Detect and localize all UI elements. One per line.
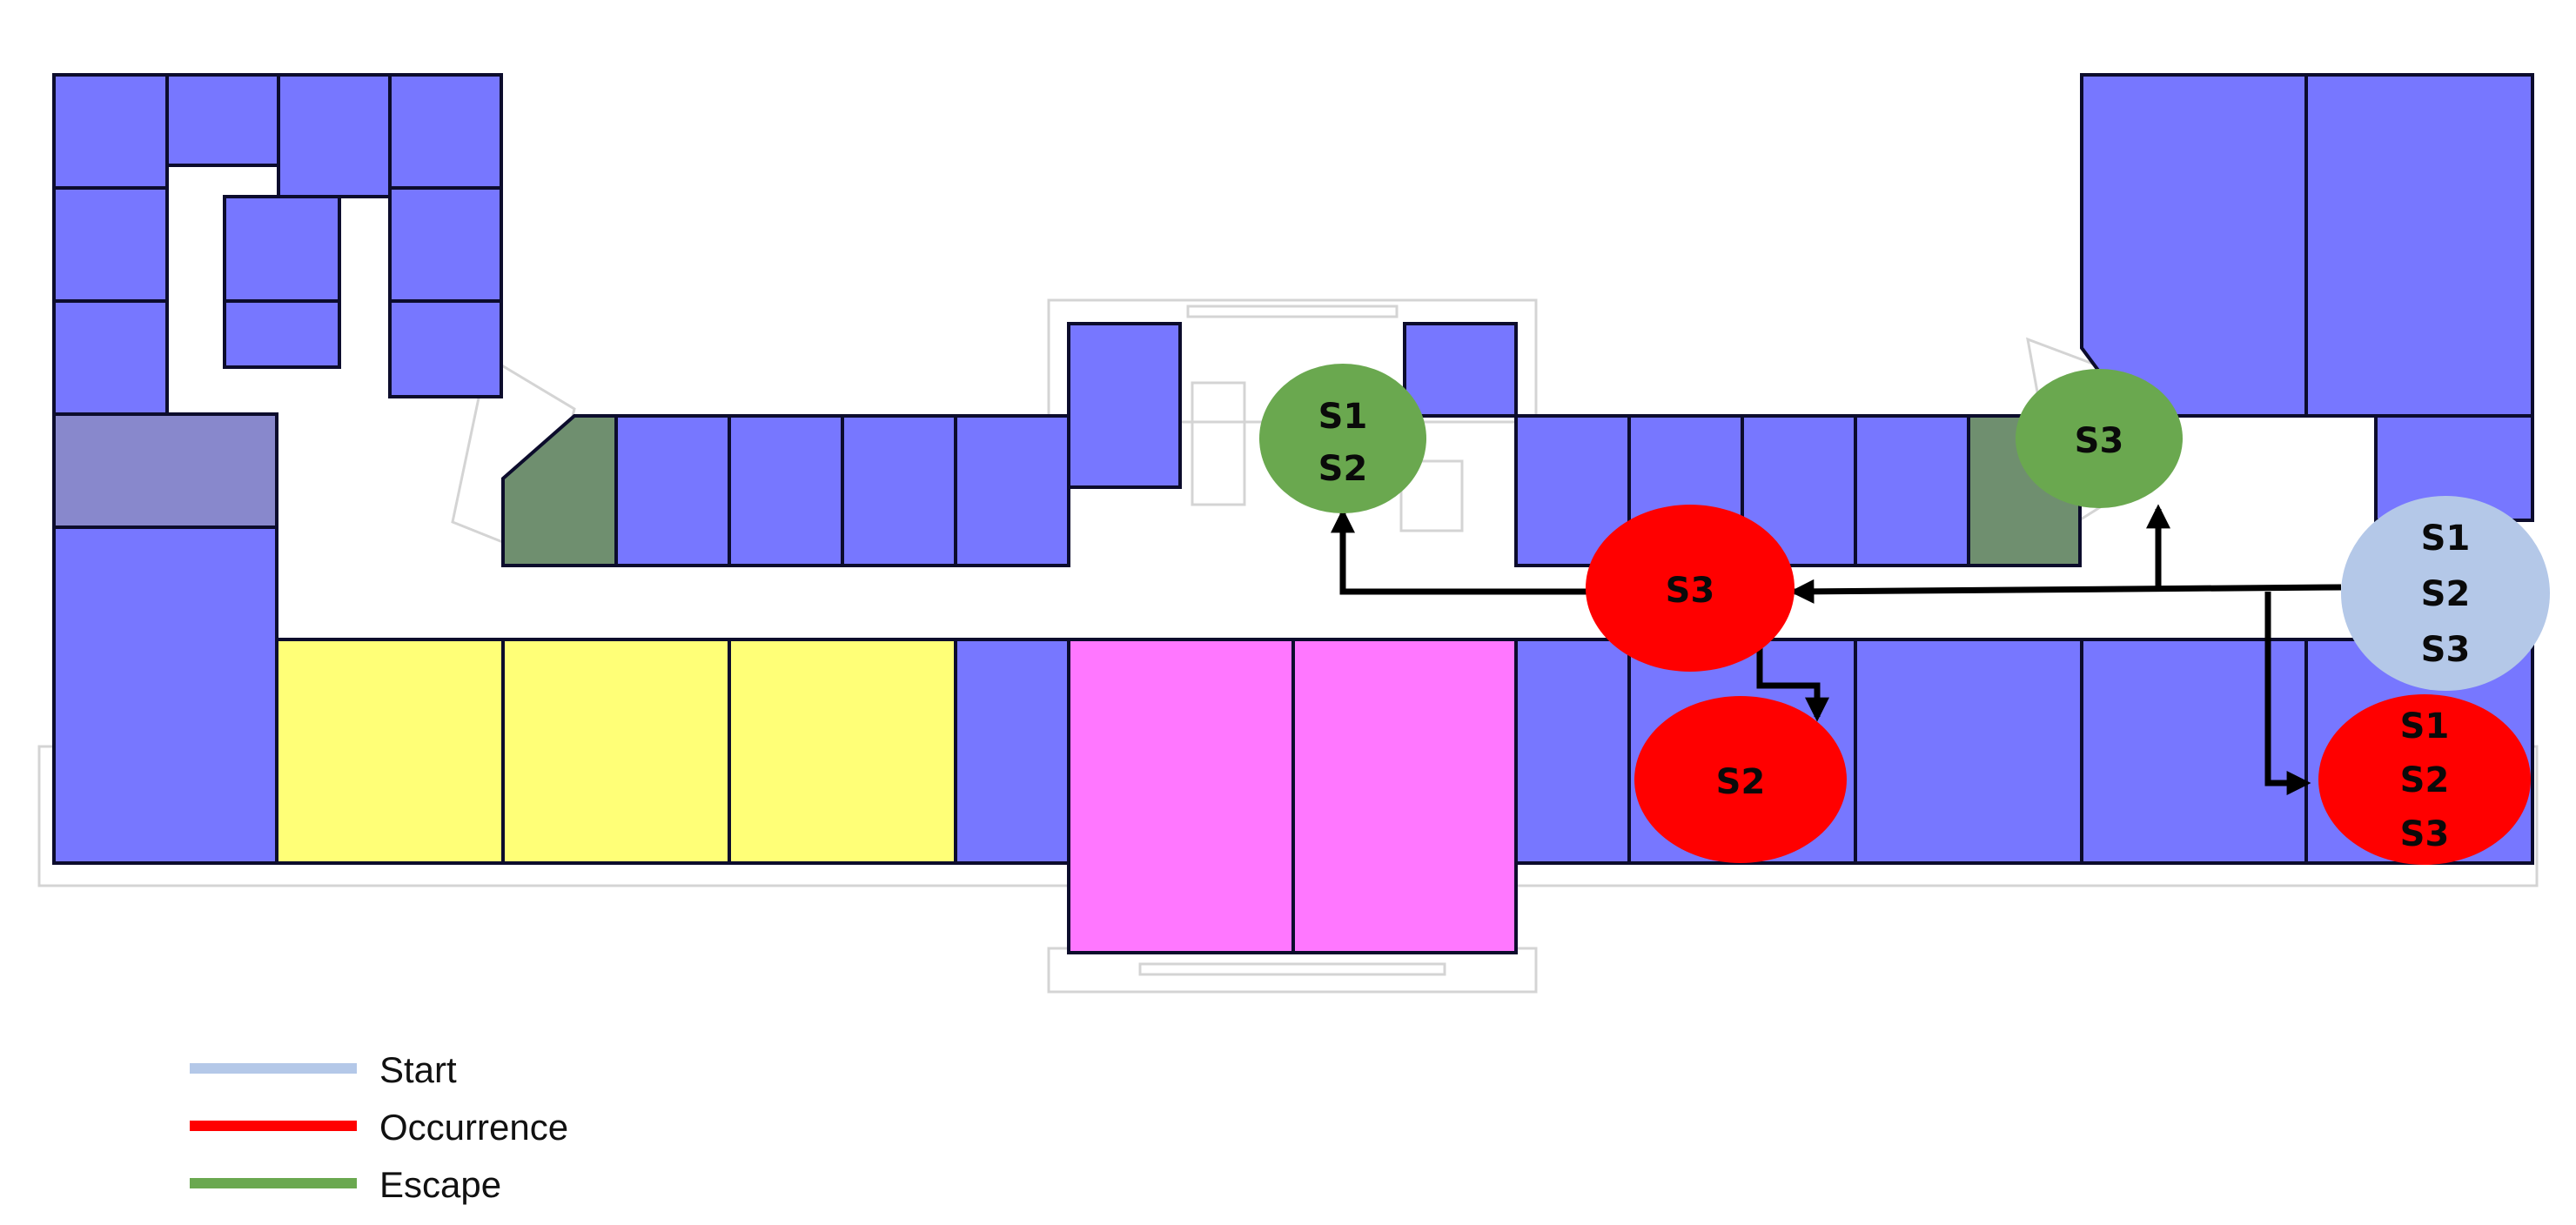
node-occurrence-east[interactable]: S1 S2 S3 — [2318, 694, 2531, 865]
room — [165, 73, 280, 167]
room — [728, 414, 844, 567]
node-label-line: S1 — [2400, 706, 2450, 746]
room — [954, 414, 1070, 567]
room — [52, 186, 169, 303]
occurrence-marker — [1586, 505, 1794, 672]
node-label-line: S2 — [2421, 574, 2471, 614]
escape-marker — [2016, 369, 2183, 508]
magenta-zone — [1291, 638, 1518, 954]
room — [52, 525, 278, 865]
legend-item-occurrence: Occurrence — [190, 1107, 568, 1148]
node-label-line: S3 — [2421, 630, 2471, 670]
node-label-line: S2 — [1318, 449, 1368, 489]
route-occurrence-center-to-escape-west — [1331, 508, 1591, 595]
room — [954, 638, 1070, 865]
room — [52, 412, 278, 529]
node-label-line: S2 — [2400, 760, 2450, 800]
legend-label: Escape — [379, 1164, 501, 1205]
node-label-line: S2 — [1716, 762, 1766, 802]
node-label-line: S1 — [1318, 397, 1368, 437]
yellow-zone — [275, 638, 505, 865]
occurrence-marker — [2318, 694, 2531, 865]
route-start-to-occurrence-center — [1789, 579, 2342, 604]
room — [223, 195, 341, 320]
legend-label: Occurrence — [379, 1107, 568, 1148]
legend-label: Start — [379, 1049, 457, 1090]
node-occurrence-center[interactable]: S3 — [1586, 505, 1794, 672]
room — [388, 186, 503, 303]
room — [2304, 73, 2534, 418]
escape-marker — [1259, 364, 1426, 513]
room — [2080, 73, 2308, 418]
node-label-line: S3 — [2400, 814, 2450, 854]
room — [52, 73, 169, 190]
node-escape-west[interactable]: S1 S2 — [1259, 364, 1426, 513]
legend-item-start: Start — [190, 1049, 457, 1090]
node-label-line: S1 — [2421, 519, 2471, 559]
room — [388, 299, 503, 398]
legend: Start Occurrence Escape — [190, 1049, 568, 1205]
node-escape-east[interactable]: S3 — [2016, 369, 2183, 508]
room — [1403, 322, 1518, 418]
magenta-zone — [1067, 638, 1295, 954]
occurrence-marker — [1634, 696, 1847, 863]
node-start-node[interactable]: S1 S2 S3 — [2341, 496, 2550, 691]
escape-routes — [1331, 504, 2342, 795]
north-west-wing — [52, 73, 503, 865]
room — [277, 73, 392, 198]
node-label-line: S3 — [2075, 421, 2124, 461]
room — [388, 73, 503, 190]
legend-item-escape: Escape — [190, 1164, 501, 1205]
room — [2080, 638, 2308, 865]
node-label-line: S3 — [1666, 571, 1715, 611]
yellow-zone — [728, 638, 957, 865]
room — [52, 299, 169, 416]
start-marker — [2341, 496, 2550, 691]
room — [1854, 414, 1970, 567]
room — [1854, 638, 2083, 865]
route-occurrence-center-to-occurrence-south — [1756, 648, 1829, 722]
room — [1514, 638, 1631, 865]
room — [1067, 322, 1182, 489]
room — [841, 414, 957, 567]
yellow-zone — [501, 638, 731, 865]
route-start-to-occurrence-east — [2264, 592, 2311, 795]
room — [223, 299, 341, 369]
node-occurrence-south[interactable]: S2 — [1634, 696, 1847, 863]
room — [614, 414, 731, 567]
